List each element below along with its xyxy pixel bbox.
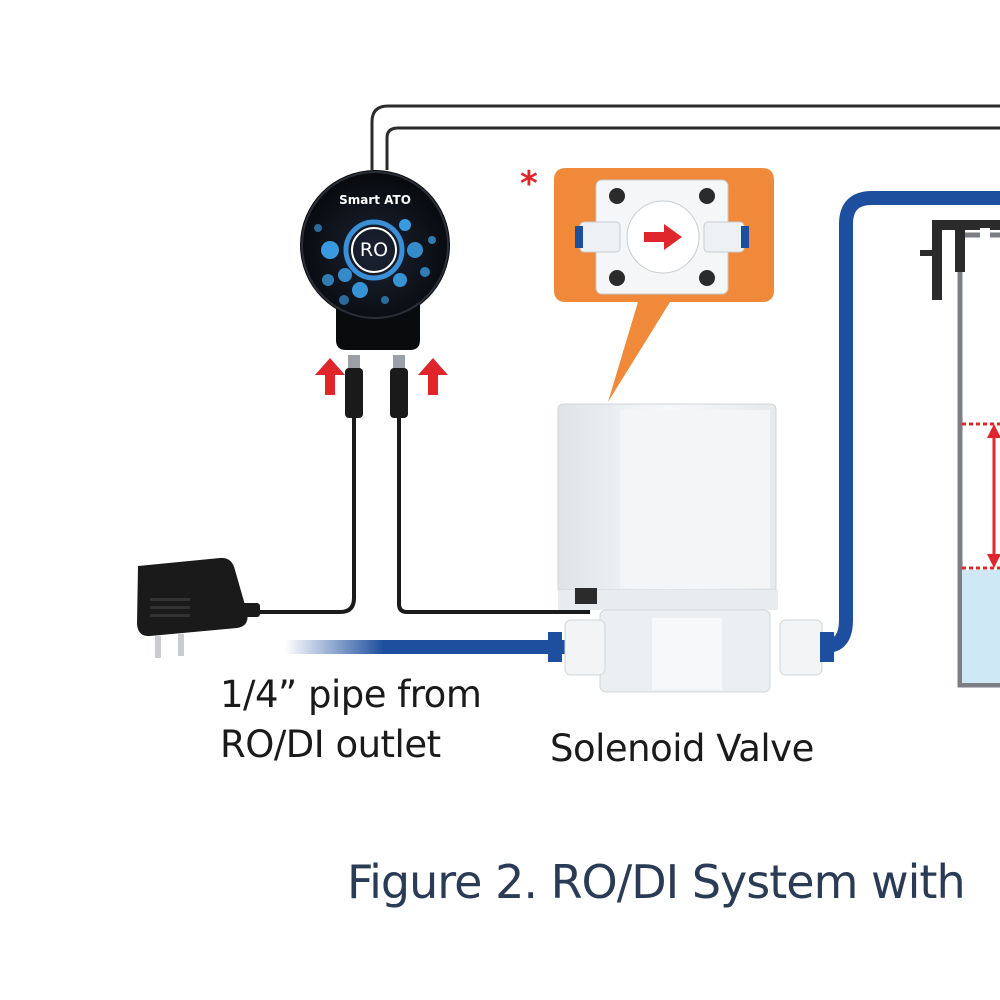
level-sensor-bracket — [920, 220, 1000, 300]
power-adapter — [137, 557, 260, 658]
pipe-label-line1: 1/4” pipe from — [220, 673, 482, 716]
callout-asterisk: * — [520, 164, 538, 204]
connector-wires — [255, 418, 590, 614]
pipe-label-line2: RO/DI outlet — [220, 723, 441, 766]
pipe-label: 1/4” pipe from RO/DI outlet — [220, 670, 482, 770]
flow-direction-arrow — [644, 224, 682, 250]
aquarium-tank — [957, 232, 1000, 688]
insert-arrows — [315, 358, 448, 395]
solenoid-valve — [548, 403, 834, 693]
bubble-decorations — [314, 219, 436, 305]
device-badge: RO — [359, 239, 389, 261]
solenoid-valve-label: Solenoid Valve — [550, 727, 814, 770]
smart-ato-controller — [300, 170, 450, 350]
figure-caption: Figure 2. RO/DI System with — [347, 855, 966, 909]
inlet-pipe — [285, 640, 567, 654]
device-title: Smart ATO — [339, 193, 411, 207]
valve-callout — [554, 168, 774, 402]
controller-cables — [370, 104, 1000, 170]
outlet-pipe — [825, 191, 1000, 653]
dc-connectors — [345, 355, 408, 418]
